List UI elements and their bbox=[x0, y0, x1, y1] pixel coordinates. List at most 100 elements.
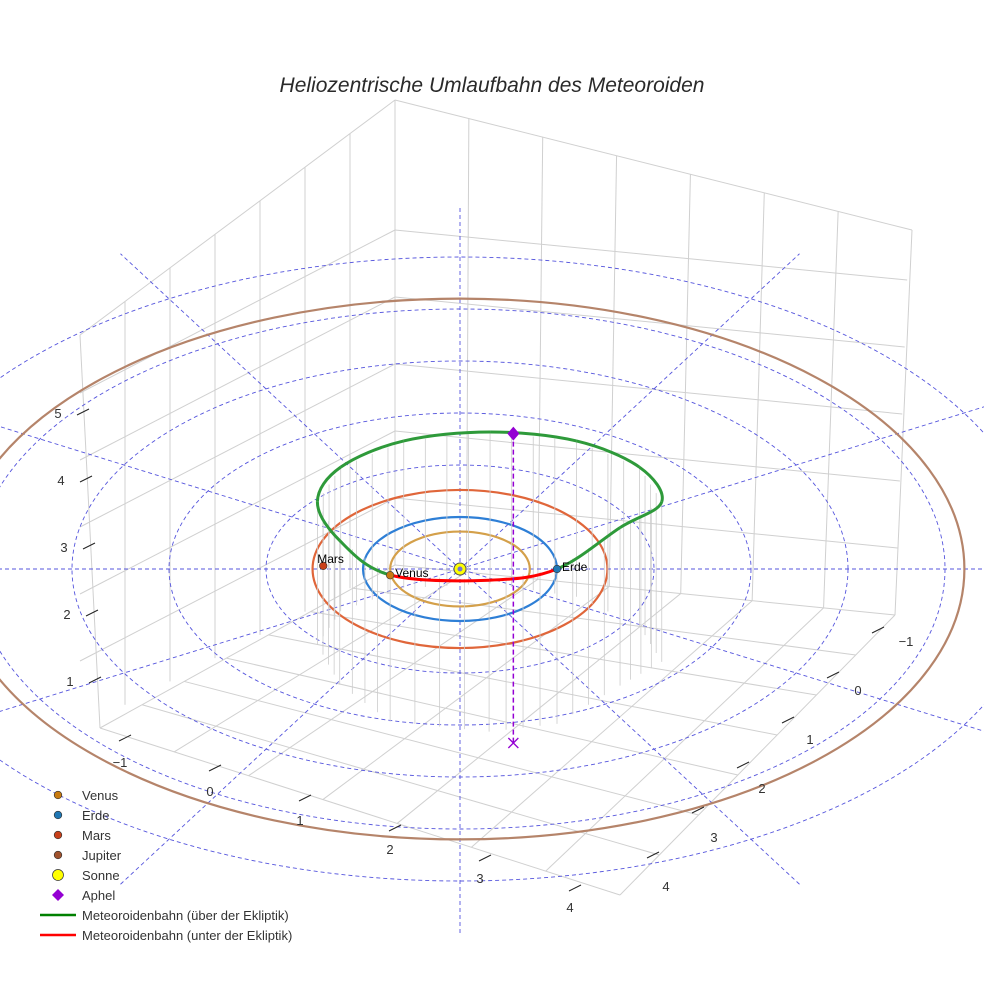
legend-item[interactable]: Jupiter bbox=[38, 845, 292, 865]
tick-mark bbox=[82, 542, 96, 550]
tick-mark bbox=[208, 764, 222, 772]
tick-label-y: 0 bbox=[854, 683, 861, 698]
tick-mark bbox=[871, 626, 885, 634]
legend-item[interactable]: Venus bbox=[38, 785, 292, 805]
legend-label: Mars bbox=[82, 827, 111, 843]
legend-symbol-icon bbox=[38, 788, 78, 802]
meteoroid-orbit-above bbox=[338, 539, 391, 577]
grid-line bbox=[465, 118, 470, 573]
tick-label-x: 3 bbox=[476, 871, 483, 886]
legend-item[interactable]: Meteoroidenbahn (unter der Ekliptik) bbox=[38, 925, 292, 945]
box-edge bbox=[394, 99, 913, 231]
tick-mark bbox=[118, 734, 132, 742]
grid-line bbox=[322, 586, 610, 800]
tick-label-y: −1 bbox=[899, 634, 914, 649]
aphel-projection-marker bbox=[507, 737, 519, 749]
grid-line bbox=[394, 363, 903, 415]
grid-line bbox=[394, 430, 900, 482]
tick-mark bbox=[298, 794, 312, 802]
grid-line bbox=[751, 192, 765, 601]
grid-line bbox=[184, 680, 699, 816]
legend-label: Jupiter bbox=[82, 847, 122, 863]
legend-item[interactable]: Aphel bbox=[38, 885, 292, 905]
legend-item[interactable]: Erde bbox=[38, 805, 292, 825]
grid-line bbox=[226, 657, 738, 776]
tick-mark bbox=[568, 884, 582, 892]
box-edge bbox=[79, 334, 101, 729]
planet-marker-venus bbox=[386, 571, 395, 580]
grid-line bbox=[823, 211, 839, 608]
box-edge bbox=[894, 229, 913, 616]
grid-line bbox=[680, 174, 691, 594]
meteoroid-orbit-below bbox=[389, 573, 490, 583]
grid-line bbox=[79, 363, 396, 528]
grid-line bbox=[174, 571, 467, 753]
tick-mark bbox=[826, 671, 840, 679]
box-edge bbox=[99, 727, 621, 896]
droplines bbox=[317, 432, 663, 732]
meteoroid-orbit-above bbox=[315, 501, 341, 542]
chart-title: Heliozentrische Umlaufbahn des Meteoroid… bbox=[279, 74, 705, 97]
meteoroid-orbit-above bbox=[339, 439, 405, 469]
orbit-venus bbox=[389, 530, 531, 608]
legend-item[interactable]: Sonne bbox=[38, 865, 292, 885]
tick-label-x: 4 bbox=[566, 900, 573, 915]
grid-line bbox=[79, 430, 396, 595]
tick-mark bbox=[478, 854, 492, 862]
meteoroid-orbit-above bbox=[619, 501, 664, 529]
orbit-mars bbox=[311, 488, 609, 650]
legend-item[interactable]: Mars bbox=[38, 825, 292, 845]
tick-label-x: 1 bbox=[296, 813, 303, 828]
grid-line bbox=[545, 607, 824, 872]
tick-label-x: 0 bbox=[206, 784, 213, 799]
grid-line bbox=[142, 704, 660, 856]
planet-label: Mars bbox=[317, 552, 344, 566]
planet-label: Venus bbox=[395, 566, 428, 580]
box-edge bbox=[99, 564, 396, 729]
tick-mark bbox=[79, 475, 93, 483]
legend-label: Meteoroidenbahn (unter der Ekliptik) bbox=[82, 927, 293, 943]
tick-mark bbox=[388, 824, 402, 832]
planet-marker-mars bbox=[319, 561, 328, 570]
box-edge bbox=[79, 99, 396, 336]
planet-label: Erde bbox=[562, 560, 588, 574]
tick-label-x: 2 bbox=[386, 842, 393, 857]
tick-mark bbox=[691, 806, 705, 814]
legend-label: Sonne bbox=[82, 867, 120, 883]
meteoroid-orbit-above bbox=[556, 526, 621, 571]
legend-symbol-icon bbox=[38, 808, 78, 822]
legend-item[interactable]: Meteoroidenbahn (über der Ekliptik) bbox=[38, 905, 292, 925]
legend-label: Meteoroidenbahn (über der Ekliptik) bbox=[82, 907, 289, 923]
planet-marker-erde bbox=[552, 564, 562, 574]
legend-symbol-icon bbox=[38, 848, 78, 862]
legend-label: Venus bbox=[82, 787, 119, 803]
meteoroid-orbit-above bbox=[638, 465, 664, 503]
tick-label-y: 4 bbox=[662, 879, 669, 894]
grid-line bbox=[537, 137, 544, 580]
grid-line bbox=[310, 611, 817, 696]
box-edge bbox=[619, 614, 896, 896]
tick-mark bbox=[736, 761, 750, 769]
meteoroid-orbit-above bbox=[576, 439, 641, 469]
grid-line bbox=[608, 155, 618, 587]
legend-symbol-icon bbox=[38, 828, 78, 842]
tick-label-z: 1 bbox=[66, 674, 73, 689]
grid-line bbox=[79, 296, 396, 461]
legend-symbol-icon bbox=[38, 888, 78, 902]
sun-core bbox=[457, 566, 463, 572]
legend-symbol-icon bbox=[38, 868, 78, 882]
grid-line bbox=[396, 593, 682, 824]
legend-label: Erde bbox=[82, 807, 110, 823]
grid-line bbox=[471, 600, 753, 848]
tick-mark bbox=[646, 851, 660, 859]
tick-label-y: 2 bbox=[758, 781, 765, 796]
grid-radial bbox=[0, 426, 984, 732]
tick-mark bbox=[76, 408, 90, 416]
grid-line bbox=[79, 229, 396, 394]
grid-line bbox=[394, 229, 908, 281]
legend-symbol-icon bbox=[38, 912, 78, 918]
aphel-marker bbox=[507, 426, 520, 441]
orbit-jupiter bbox=[0, 297, 966, 841]
